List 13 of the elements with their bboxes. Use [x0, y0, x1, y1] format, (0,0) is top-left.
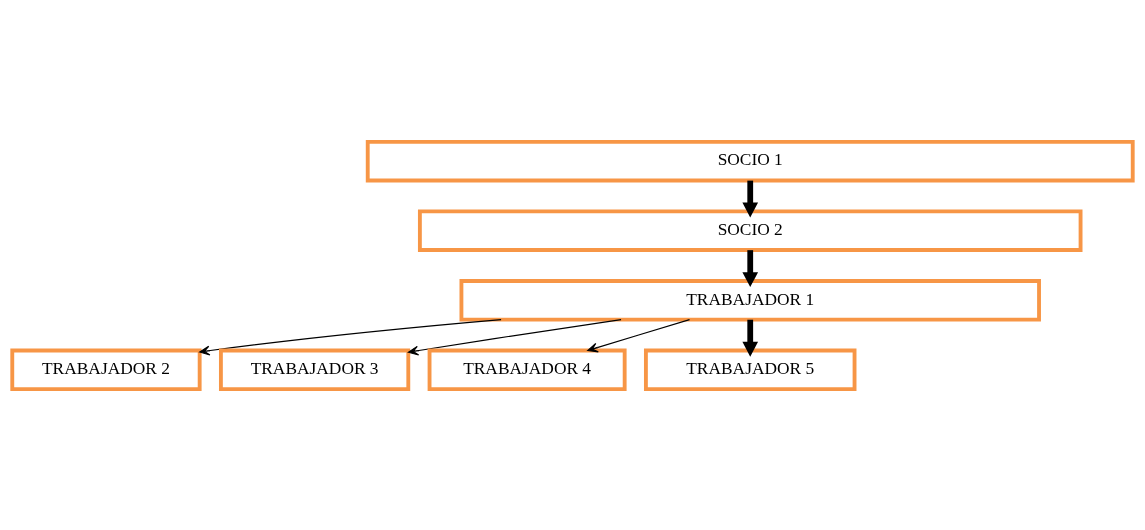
node-box: SOCIO 2 — [417, 209, 1083, 252]
node-box: SOCIO 1 — [365, 139, 1135, 182]
arrow — [742, 249, 759, 287]
node-box: TRABAJADOR 1 — [459, 278, 1041, 321]
arrow — [587, 318, 691, 352]
node-box: TRABAJADOR 3 — [219, 348, 411, 391]
arrow — [742, 180, 759, 218]
arrow — [407, 318, 622, 355]
arrow — [742, 319, 759, 357]
node-box: TRABAJADOR 2 — [10, 348, 202, 391]
arrow — [199, 318, 502, 355]
node-box: TRABAJADOR 5 — [644, 348, 857, 391]
node-box: TRABAJADOR 4 — [427, 348, 627, 391]
